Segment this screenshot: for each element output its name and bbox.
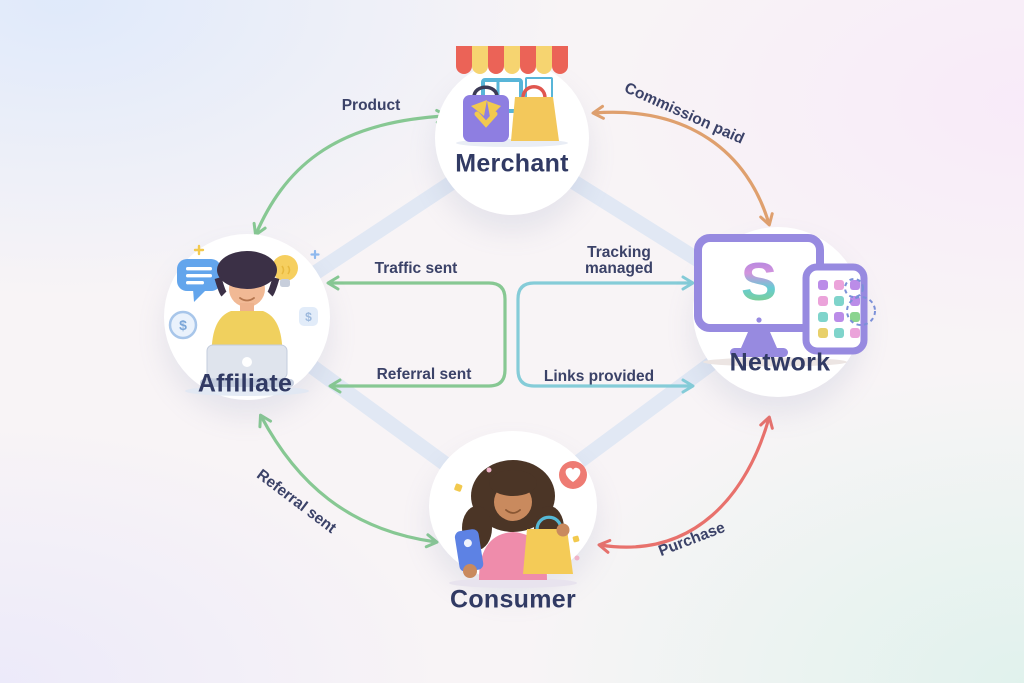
heart-badge-icon	[559, 461, 587, 489]
network-label: Network	[729, 348, 831, 377]
tablet-icon	[802, 263, 868, 355]
consumer-bag-icon	[523, 515, 573, 574]
merchant-label: Merchant	[455, 149, 569, 178]
traffic-sent-label: Traffic sent	[374, 260, 458, 277]
edge-referral-sent-arrow	[258, 413, 439, 549]
links-provided-label: Links provided	[543, 368, 655, 385]
affiliate-person	[200, 251, 294, 387]
sparkle2-icon	[310, 249, 320, 260]
phone-icon	[454, 529, 484, 572]
dollar-coin-icon: $	[168, 310, 198, 340]
tracking-managed-line1: Tracking	[587, 244, 651, 261]
svg-text:S: S	[741, 252, 777, 312]
storefront-bags-illustration	[456, 46, 568, 147]
svg-text:$: $	[179, 317, 187, 333]
monitor-icon: S	[694, 234, 824, 357]
edge-commission-paid-arrow	[591, 104, 774, 227]
lightbulb-icon	[272, 255, 298, 287]
monitor-tablet-illustration: S	[694, 234, 876, 367]
purple-shopping-bag-icon	[463, 85, 509, 142]
confetti-icon	[454, 467, 580, 561]
affiliate-label: Affiliate	[197, 369, 293, 398]
tracking-managed-label: Tracking managed	[585, 245, 653, 277]
edge-traffic-referral-bracket	[326, 275, 507, 394]
yellow-shopping-bag-icon	[511, 85, 559, 141]
awning-icon	[456, 46, 568, 74]
shopper-with-bag-illustration	[449, 460, 587, 588]
svg-text:$: $	[305, 310, 312, 324]
tracking-managed-line2: managed	[584, 260, 654, 277]
edge-purchase-arrow	[597, 415, 774, 554]
price-tag-icon: $	[299, 307, 318, 326]
person-at-laptop-illustration: $ $	[168, 244, 320, 396]
edge-tracking-links-bracket	[516, 275, 695, 394]
hand	[463, 564, 477, 578]
sparkle-icon	[193, 244, 205, 256]
consumer-label: Consumer	[449, 585, 577, 614]
referral-sent-middle-label: Referral sent	[376, 366, 472, 383]
chat-bubble-icon	[177, 259, 221, 302]
edge-product-arrow	[252, 108, 449, 237]
product-label: Product	[341, 97, 401, 114]
dashed-circle-icon	[844, 278, 876, 326]
